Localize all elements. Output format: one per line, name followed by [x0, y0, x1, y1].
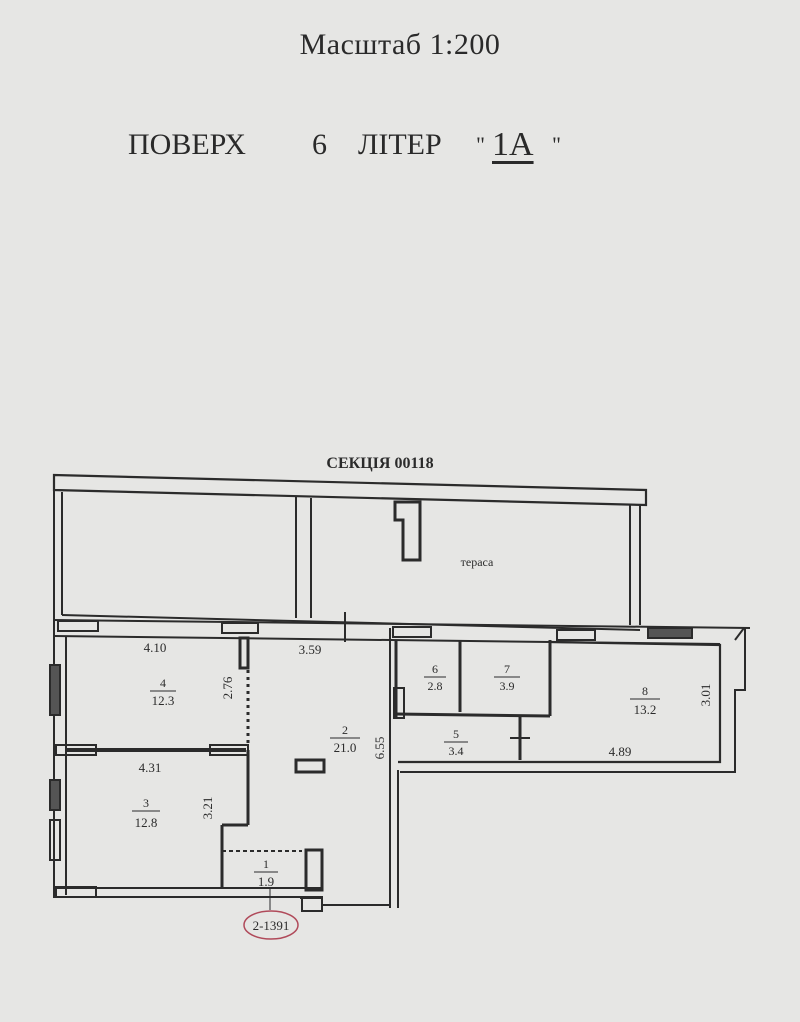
svg-text:2.8: 2.8 [428, 679, 443, 693]
svg-text:12.3: 12.3 [152, 693, 175, 708]
quote-open: " [476, 132, 485, 157]
svg-text:5: 5 [453, 727, 459, 741]
dim-276: 2.76 [220, 676, 235, 699]
letter-value: 1А [492, 126, 534, 163]
svg-text:3: 3 [143, 796, 149, 810]
dim-431: 4.31 [139, 760, 162, 775]
floor-word: ПОВЕРХ [128, 128, 246, 161]
dim-301: 3.01 [698, 684, 713, 707]
svg-text:12.8: 12.8 [135, 815, 158, 830]
svg-text:8: 8 [642, 684, 648, 698]
room-3: 3 12.8 [132, 796, 160, 830]
room-6: 6 2.8 [424, 662, 446, 693]
section-label: СЕКЦІЯ 00118 [326, 455, 433, 472]
svg-text:3.4: 3.4 [449, 744, 464, 758]
svg-text:1.9: 1.9 [258, 874, 274, 889]
svg-text:1: 1 [263, 857, 269, 871]
svg-text:2: 2 [342, 723, 348, 737]
dim-359: 3.59 [299, 642, 322, 657]
svg-text:3.9: 3.9 [500, 679, 515, 693]
room-8: 8 13.2 [630, 684, 660, 717]
floor-number: 6 [312, 128, 327, 161]
svg-text:13.2: 13.2 [634, 702, 657, 717]
svg-text:6: 6 [432, 662, 438, 676]
room-2: 2 21.0 [330, 723, 360, 755]
dim-655: 6.55 [372, 737, 387, 760]
svg-text:21.0: 21.0 [334, 740, 357, 755]
dim-410: 4.10 [144, 640, 167, 655]
letter-word: ЛІТЕР [358, 128, 442, 161]
terrace-label: тераса [461, 555, 494, 569]
stamp: 2-1391 [243, 888, 299, 940]
svg-text:4: 4 [160, 676, 166, 690]
svg-text:2-1391: 2-1391 [253, 918, 290, 933]
room-5: 5 3.4 [444, 727, 468, 758]
room-7: 7 3.9 [494, 662, 520, 693]
quote-close: " [552, 132, 561, 157]
scale-label: Масштаб 1:200 [299, 28, 501, 61]
dim-321: 3.21 [200, 797, 215, 820]
svg-text:7: 7 [504, 662, 510, 676]
dim-489: 4.89 [609, 744, 632, 759]
room-4: 4 12.3 [150, 676, 176, 708]
room-1: 1 1.9 [254, 857, 278, 889]
